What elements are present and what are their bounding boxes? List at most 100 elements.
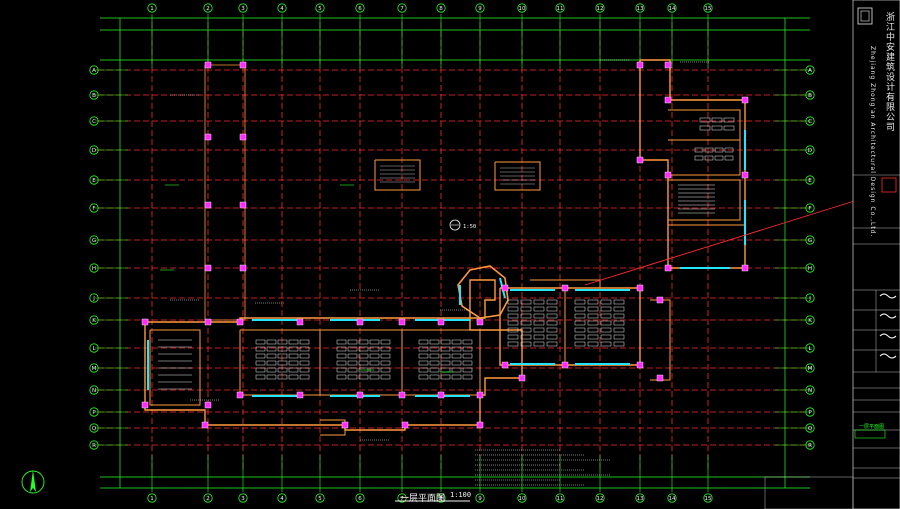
column (201, 421, 209, 429)
axis-bubble (277, 493, 287, 503)
axis-bubble-label: 3 (241, 6, 245, 12)
column (204, 318, 212, 326)
desk (347, 346, 358, 352)
footer-box (764, 476, 854, 509)
axis-bubble-label: 9 (478, 496, 482, 502)
column (476, 391, 484, 399)
axis-bubble (147, 493, 157, 503)
sheet-name-box (854, 429, 886, 439)
axis-bubble (805, 175, 815, 185)
column (656, 374, 664, 382)
signature (879, 353, 897, 359)
column (501, 361, 509, 369)
desk (266, 367, 277, 373)
desk (699, 117, 711, 123)
axis-bubble-label: 5 (318, 496, 322, 502)
axis-bubble-label: N (808, 388, 812, 394)
desk (613, 306, 625, 312)
desk (440, 360, 451, 366)
desk (255, 339, 266, 345)
desk (587, 327, 599, 333)
axis-bubble (635, 493, 645, 503)
column (236, 391, 244, 399)
wall (494, 161, 541, 191)
axis-bubble-label: G (92, 238, 96, 244)
axis-bubble-label: M (92, 366, 97, 372)
axis-bubble-label: P (808, 410, 812, 416)
axis-bubble (397, 493, 407, 503)
desk (336, 346, 347, 352)
company-name-cn: 浙江中安建筑设计有限公司 (884, 12, 894, 132)
desk (600, 320, 612, 326)
wall (149, 329, 201, 406)
drawing-title: 一层平面图 (400, 494, 446, 504)
wall (144, 279, 523, 431)
column (656, 296, 664, 304)
desk (369, 346, 380, 352)
column (664, 264, 672, 272)
column (518, 374, 526, 382)
axis-bubble (475, 493, 485, 503)
desk (462, 367, 473, 373)
axis-bubble-label: F (92, 206, 95, 212)
desk (358, 346, 369, 352)
title-block-border (852, 0, 900, 509)
desk (587, 306, 599, 312)
axis-bubble (203, 3, 213, 13)
desk (336, 339, 347, 345)
desk (347, 374, 358, 380)
axis-bubble-label: 13 (637, 496, 644, 502)
desk (369, 353, 380, 359)
desk (277, 367, 288, 373)
column (296, 318, 304, 326)
desk (299, 374, 310, 380)
desk (724, 155, 734, 161)
desk (451, 360, 462, 366)
axis-bubble-label: 9 (478, 6, 482, 12)
axis-bubble (805, 363, 815, 373)
column (636, 61, 644, 69)
desk (574, 327, 586, 333)
desk (336, 353, 347, 359)
desk (462, 360, 473, 366)
axis-bubble (315, 493, 325, 503)
desk (462, 339, 473, 345)
desk (429, 353, 440, 359)
axis-bubble (89, 315, 99, 325)
desk (266, 374, 277, 380)
desk (574, 299, 586, 305)
desk (380, 367, 391, 373)
desk (299, 353, 310, 359)
axis-bubble-label: 7 (400, 496, 404, 502)
axis-bubble-label: 12 (597, 496, 604, 502)
axis-bubble-label: 13 (637, 6, 644, 12)
desk (587, 341, 599, 347)
title-block: 浙江中安建筑设计有限公司 Zhejiang Zhong'an Architect… (853, 0, 900, 509)
desk (429, 360, 440, 366)
desk (507, 327, 519, 333)
axis-bubble-label: B (92, 93, 96, 99)
desk (288, 367, 299, 373)
axis-bubbles: 1122334455667788991010111112121313141415… (89, 3, 815, 503)
axis-bubble (517, 493, 527, 503)
desk (288, 360, 299, 366)
column (664, 171, 672, 179)
desk (266, 353, 277, 359)
signature (879, 333, 897, 339)
desk (587, 320, 599, 326)
axis-bubble (703, 3, 713, 13)
axis-bubble (517, 3, 527, 13)
desk (347, 367, 358, 373)
desk (358, 374, 369, 380)
desk (694, 147, 704, 153)
desk (613, 320, 625, 326)
desk (440, 353, 451, 359)
desk (369, 374, 380, 380)
axis-bubble (805, 315, 815, 325)
column (204, 61, 212, 69)
axis-bubble-label: 2 (206, 6, 210, 12)
axis-bubble (89, 235, 99, 245)
axis-bubble-label: R (92, 443, 96, 449)
desk (600, 327, 612, 333)
axis-bubble (436, 3, 446, 13)
